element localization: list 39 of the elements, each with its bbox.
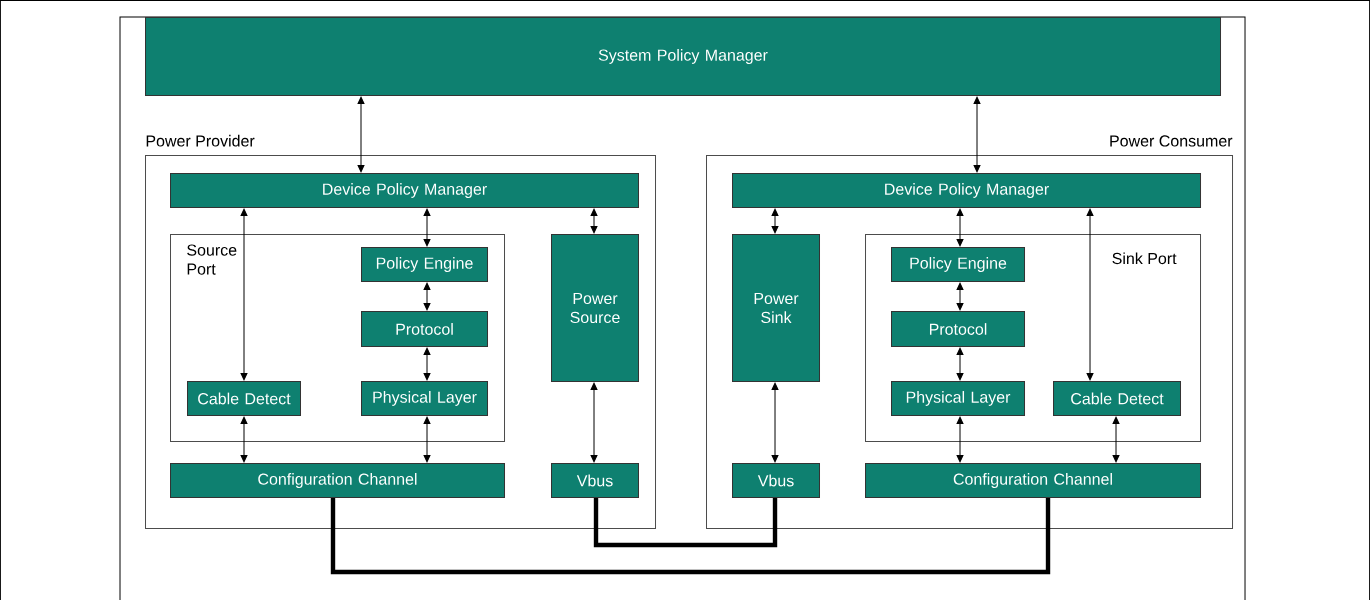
process-box: Configuration Channel xyxy=(170,463,505,498)
connector-arrow xyxy=(1086,208,1094,381)
connector-arrow xyxy=(590,208,598,234)
connector-arrow xyxy=(973,96,981,173)
process-box: Policy Engine xyxy=(361,247,488,282)
connector-arrow xyxy=(423,347,431,381)
process-box: Power Sink xyxy=(732,234,820,382)
cable-line xyxy=(593,498,778,548)
connector-arrow xyxy=(357,96,365,173)
process-box: Vbus xyxy=(732,463,820,498)
connector-arrow xyxy=(771,382,779,463)
cable-line xyxy=(330,498,1051,575)
process-box: Policy Engine xyxy=(891,247,1025,282)
connector-arrow xyxy=(240,416,248,463)
connector-arrow xyxy=(956,347,964,381)
process-box: Configuration Channel xyxy=(865,463,1201,498)
connector-arrow xyxy=(956,416,964,463)
connector-arrow xyxy=(956,282,964,311)
process-box: Vbus xyxy=(551,463,639,498)
node-label: Power Provider xyxy=(146,134,255,147)
connector-arrow xyxy=(771,208,779,234)
connector-arrow xyxy=(240,208,248,381)
process-box: Protocol xyxy=(361,311,488,347)
process-box: Cable Detect xyxy=(1053,381,1181,416)
connector-arrow xyxy=(1112,416,1120,463)
node-label: Power Consumer xyxy=(1110,135,1233,147)
process-box: Device Policy Manager xyxy=(170,173,639,208)
process-box: Cable Detect xyxy=(187,381,301,416)
connector-arrow xyxy=(590,382,598,463)
process-box: Device Policy Manager xyxy=(732,173,1201,208)
connector-arrow xyxy=(956,208,964,247)
connector-arrow xyxy=(423,282,431,311)
process-box: Protocol xyxy=(891,311,1025,347)
process-box: Power Source xyxy=(551,234,639,382)
connector-arrow xyxy=(423,208,431,247)
process-box: System Policy Manager xyxy=(145,17,1221,96)
process-box: Physical Layer xyxy=(361,381,488,416)
process-box: Physical Layer xyxy=(891,381,1025,416)
connector-arrow xyxy=(423,416,431,463)
